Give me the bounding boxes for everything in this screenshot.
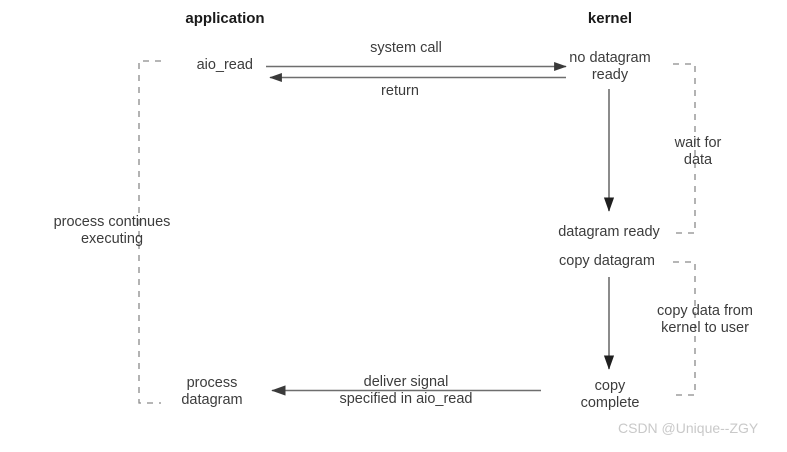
label-deliver-signal: deliver signal specified in aio_read [339,374,473,407]
bracket-process-continues [138,60,161,404]
node-aio-read: aio_read [196,57,253,73]
node-datagram-ready: datagram ready [558,224,660,240]
label-system-call: system call [370,40,442,56]
watermark-text: CSDN @Unique--ZGY [618,420,759,436]
node-no-datagram-ready: no datagram ready [569,50,651,83]
node-copy-datagram: copy datagram [559,253,655,269]
bracket-copy-data [673,261,696,396]
column-heading-kernel: kernel [587,10,633,27]
label-wait-for-data: wait for data [674,135,722,168]
label-return: return [381,83,419,99]
node-copy-complete: copy complete [580,378,640,411]
column-heading-application: application [185,10,265,27]
label-process-continues-executing: process continues executing [53,214,171,247]
node-process-datagram: process datagram [181,375,243,408]
label-copy-data-from-kernel-to-user: copy data from kernel to user [657,303,753,336]
